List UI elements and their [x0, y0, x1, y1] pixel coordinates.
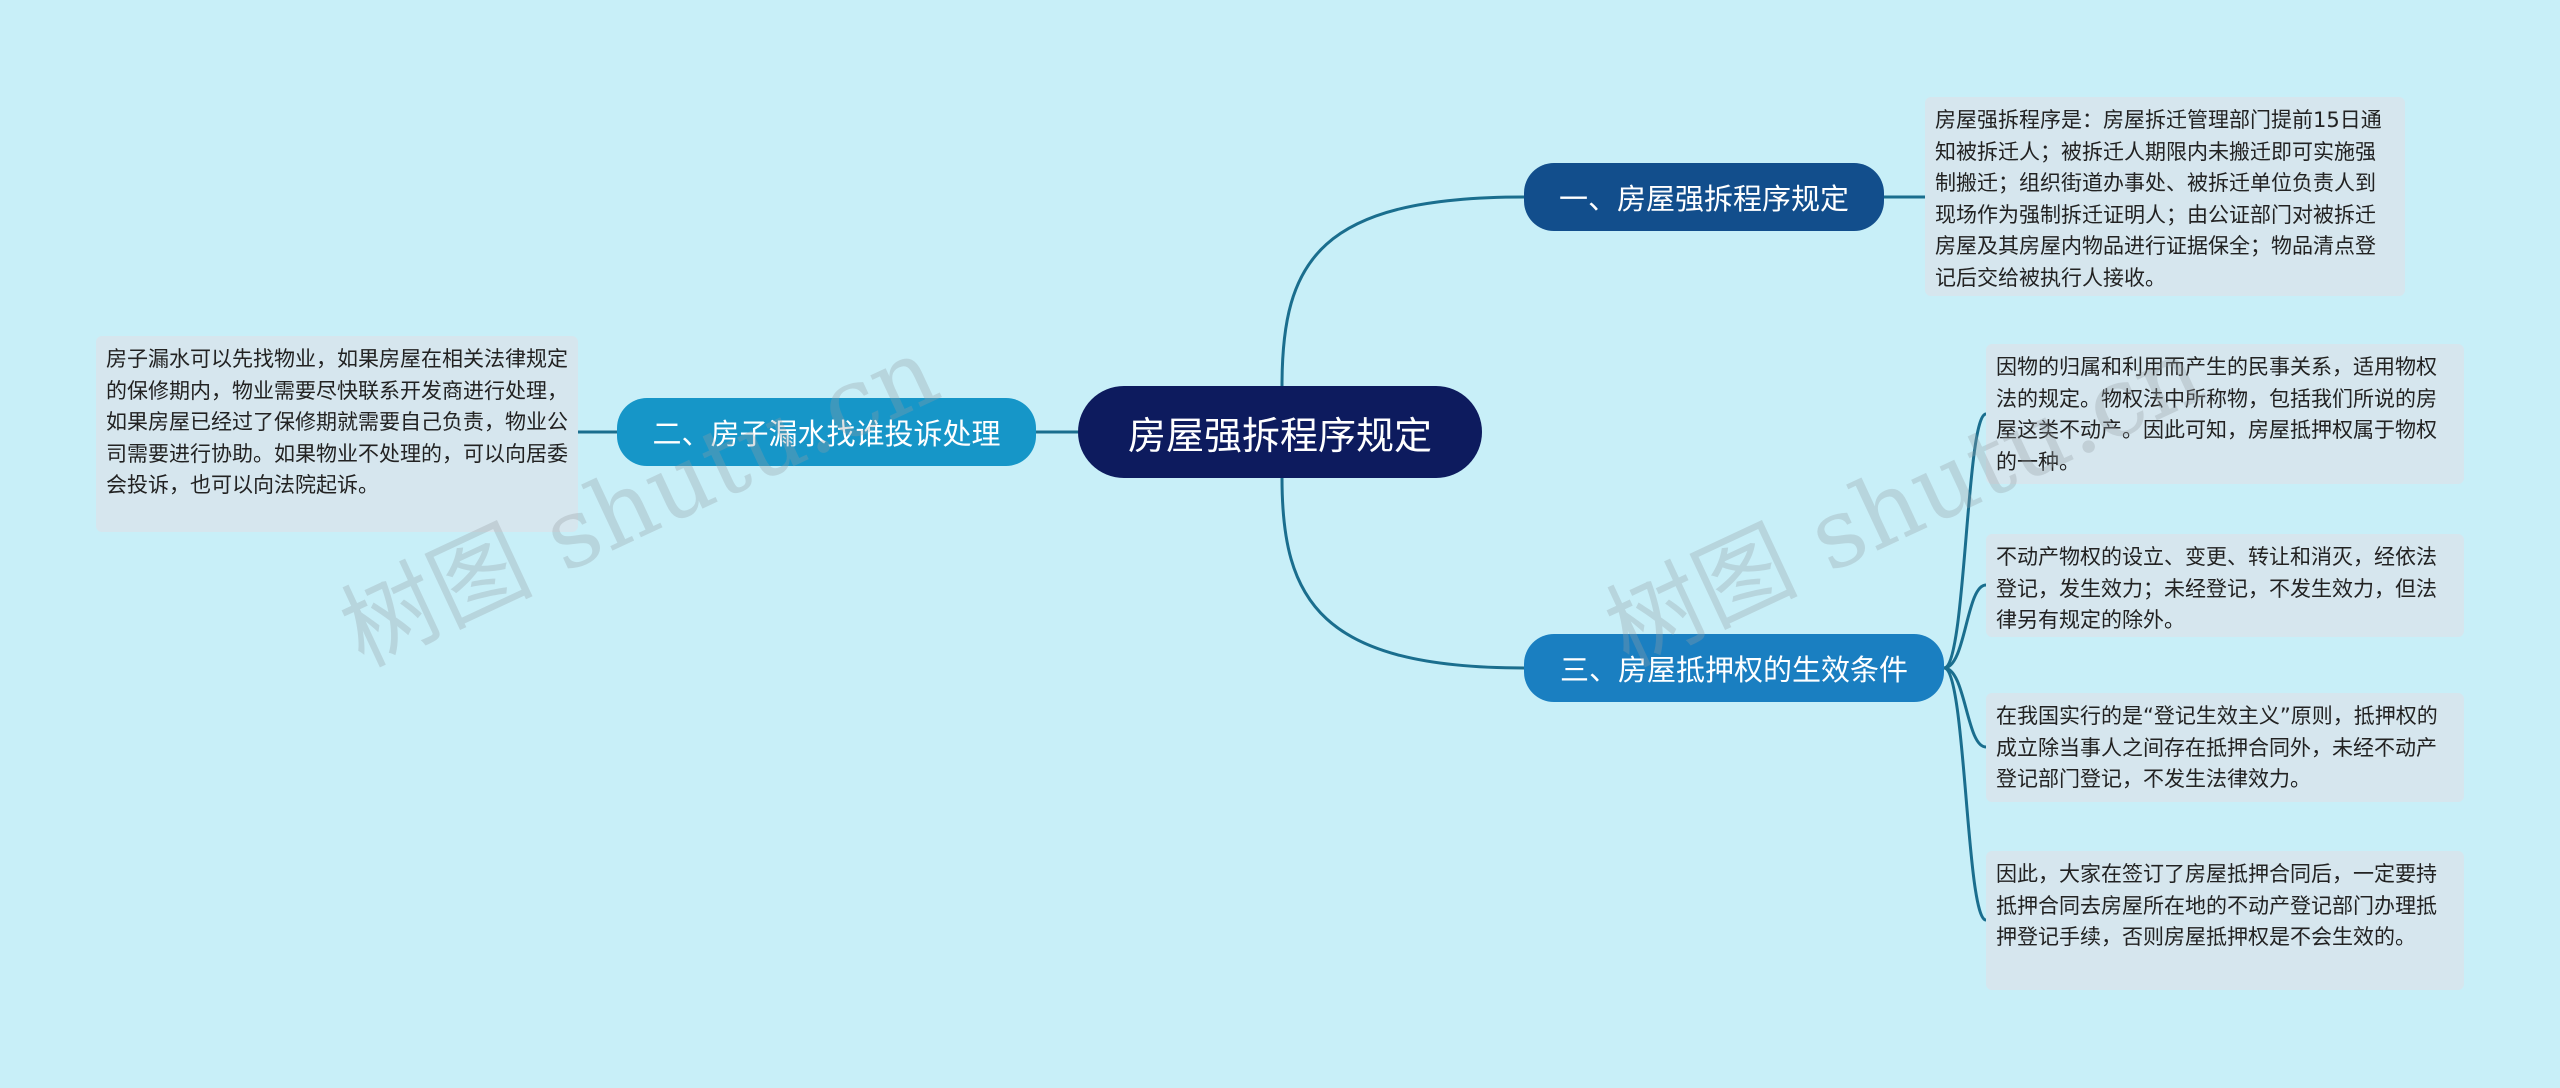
connector-root-branch3 — [1280, 477, 1525, 670]
connector-branch3-note5 — [1943, 666, 1987, 749]
root-topic[interactable]: 房屋强拆程序规定 — [1078, 386, 1482, 478]
branch-topic-2[interactable]: 二、房子漏水找谁投诉处理 — [617, 398, 1036, 466]
note-property-law[interactable]: 因物的归属和利用而产生的民事关系，适用物权法的规定。物权法中所称物，包括我们所说… — [1986, 344, 2464, 484]
branch-topic-3[interactable]: 三、房屋抵押权的生效条件 — [1524, 634, 1944, 702]
note-strong-demolition-procedure[interactable]: 房屋强拆程序是：房屋拆迁管理部门提前15日通知被拆迁人；被拆迁人期限内未搬迁即可… — [1925, 97, 2405, 296]
connector-branch3-note4 — [1943, 583, 1987, 670]
note-registration-principle[interactable]: 在我国实行的是“登记生效主义”原则，抵押权的成立除当事人之间存在抵押合同外，未经… — [1986, 693, 2464, 802]
connector-branch3-note3 — [1943, 412, 1987, 670]
note-registration-effect[interactable]: 不动产物权的设立、变更、转让和消灭，经依法登记，发生效力；未经登记，不发生效力，… — [1986, 534, 2464, 637]
branch-topic-1[interactable]: 一、房屋强拆程序规定 — [1524, 163, 1884, 231]
connector-root-branch1 — [1280, 195, 1525, 387]
note-mortgage-registration[interactable]: 因此，大家在签订了房屋抵押合同后，一定要持抵押合同去房屋所在地的不动产登记部门办… — [1986, 851, 2464, 990]
connector-branch3-note6 — [1943, 666, 1987, 922]
note-water-leak-complaint[interactable]: 房子漏水可以先找物业，如果房屋在相关法律规定的保修期内，物业需要尽快联系开发商进… — [96, 336, 578, 532]
